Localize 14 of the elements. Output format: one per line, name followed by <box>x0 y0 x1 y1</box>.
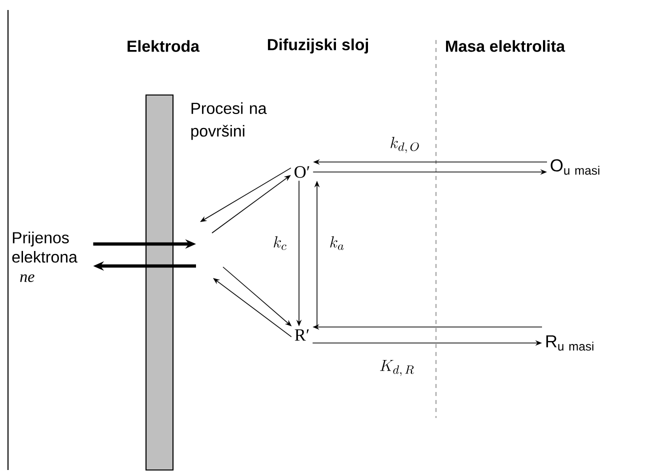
heading: Elektroda <box>128 40 200 52</box>
rate-constant: $k_{c}$ <box>274 236 286 250</box>
heading: Masa elektrolita <box>446 40 566 52</box>
heading: Difuzijski sloj <box>268 38 368 54</box>
arrow <box>213 278 292 338</box>
species-label: $\mathrm{R}_{\mathrm{u\ masi}}$ <box>546 335 594 351</box>
species-label: O′ <box>294 166 310 178</box>
species-label: R′ <box>294 329 309 341</box>
annotation: Procesi na površini <box>191 102 267 140</box>
rate-constant: $k_{d,\,O}$ <box>390 136 419 154</box>
rate-constant: $K_{d,\,R}$ <box>380 360 414 376</box>
rate-constant: $k_{a}$ <box>330 236 344 250</box>
process-label: Prijenos elektrona ne <box>12 232 78 282</box>
species-label: $\mathrm{O}_{\mathrm{u\ masi}}$ <box>550 159 600 175</box>
